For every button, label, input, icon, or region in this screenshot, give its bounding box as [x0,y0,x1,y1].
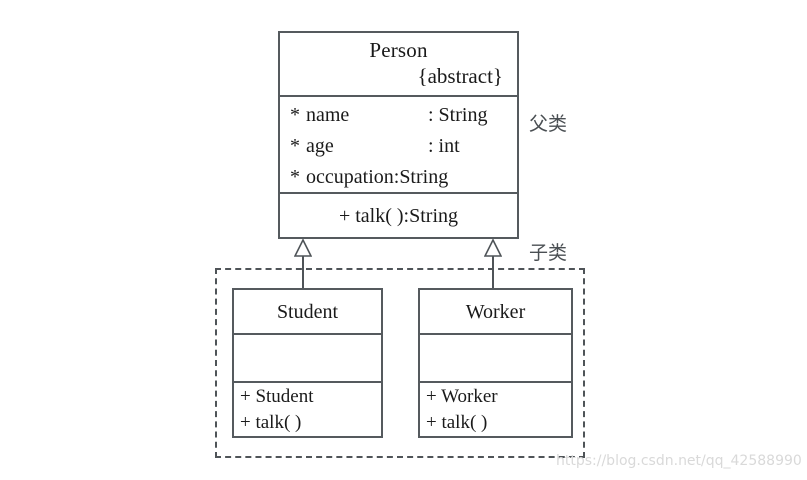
attribute-row: * occupation: String [290,162,507,193]
person-class-name: Person [369,38,428,62]
worker-class-name: Worker [465,300,526,323]
operation-row: + talk( ) [426,412,488,433]
attribute-type: String [399,166,449,188]
attribute-row: * name : String [290,100,507,131]
operation-row: + Student [240,386,314,407]
student-class-name: Student [276,300,339,323]
class-box-student[interactable]: Student + Student + talk( ) [232,288,383,438]
attribute-row: * age : int [290,131,507,162]
watermark-text: https://blog.csdn.net/qq_42588990 [556,453,802,469]
attribute-type: : int [428,135,460,157]
operation-row: + Worker [426,386,498,407]
worker-attributes-compartment [420,333,571,381]
attribute-visibility: * [290,104,300,126]
person-operations-compartment: + talk( ):String [280,192,517,237]
attribute-visibility: * [290,135,300,157]
attribute-name: age [306,135,334,157]
attribute-name: occupation: [306,166,400,188]
annotation-child-class: 子类 [529,242,568,264]
generalization-worker-to-person [484,239,502,289]
person-name-compartment: Person {abstract} [280,33,517,95]
worker-name-compartment: Worker [420,290,571,333]
attribute-visibility: * [290,166,300,188]
person-attributes-compartment: * name : String * age : int * occupation… [280,95,517,192]
worker-operations-compartment: + Worker + talk( ) [420,381,571,436]
subclass-group-container [215,268,585,458]
student-operations-compartment: + Student + talk( ) [234,381,381,436]
generalization-line [302,256,304,289]
student-name-compartment: Student [234,290,381,333]
annotation-parent-class: 父类 [529,113,568,135]
class-box-person[interactable]: Person {abstract} * name : String * age … [278,31,519,239]
student-attributes-compartment [234,333,381,381]
generalization-student-to-person [294,239,312,289]
generalization-line [492,256,494,289]
attribute-name: name [306,104,350,126]
class-box-worker[interactable]: Worker + Worker + talk( ) [418,288,573,438]
person-abstract-stereotype: {abstract} [417,64,503,88]
operation-row: + talk( ):String [338,204,459,227]
operation-row: + talk( ) [240,412,302,433]
attribute-type: : String [428,104,488,126]
